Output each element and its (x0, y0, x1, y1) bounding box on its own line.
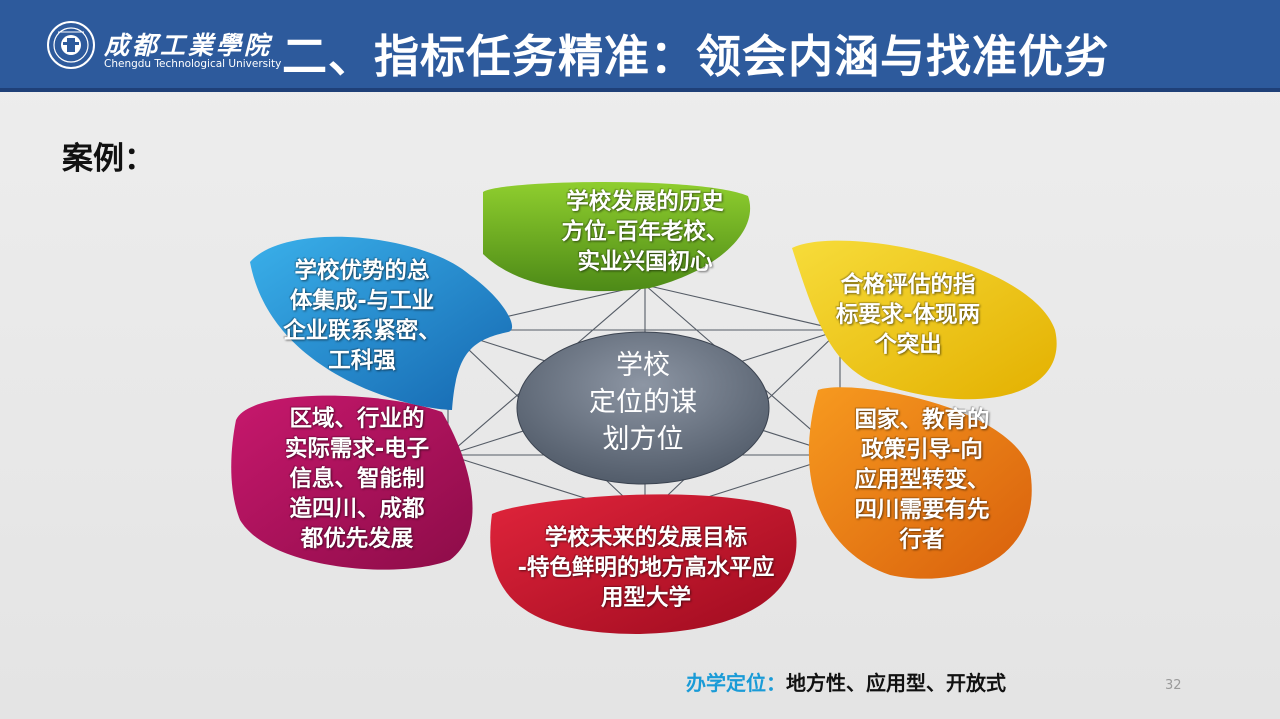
center-label: 学校 定位的谋 划方位 (589, 350, 697, 455)
footer-label: 办学定位： (686, 671, 786, 695)
school-name-cn: 成都工業學院 (104, 31, 273, 60)
petal-yellow-text: 合格评估的指 标要求-体现两 个突出 (835, 272, 981, 358)
university-emblem-icon (47, 21, 95, 69)
petal-magenta-text: 区域、行业的 实际需求-电子 信息、智能制 造四川、成都 都优先发展 (284, 406, 430, 552)
header-bar (0, 0, 1280, 92)
petal-orange (808, 387, 1032, 579)
petal-green-text: 学校发展的历史 方位-百年老校、 实业兴国初心 (561, 189, 729, 275)
petal-blue (250, 236, 513, 410)
petal-yellow (792, 240, 1057, 400)
footer-value: 地方性、应用型、开放式 (786, 671, 1006, 695)
petal-magenta (231, 395, 473, 570)
petal-orange-text: 国家、教育的 政策引导-向 应用型转变、 四川需要有先 行者 (854, 407, 990, 553)
case-label: 案例： (62, 141, 155, 177)
center-ellipse (516, 331, 770, 485)
school-name-en: Chengdu Technological University (104, 58, 282, 70)
petal-green (483, 182, 751, 292)
petal-red-text: 学校未来的发展目标 -特色鲜明的地方高水平应 用型大学 (517, 525, 775, 611)
page-number: 32 (1165, 678, 1182, 693)
petal-red (490, 494, 797, 634)
petal-blue-text: 学校优势的总 体集成-与工业 企业联系紧密、 工科强 (283, 258, 441, 374)
school-positioning-footer: 办学定位：地方性、应用型、开放式 (686, 667, 1006, 696)
page-title: 二、指标任务精准：领会内涵与找准优劣 (282, 30, 1111, 83)
header-strip (0, 88, 1280, 92)
